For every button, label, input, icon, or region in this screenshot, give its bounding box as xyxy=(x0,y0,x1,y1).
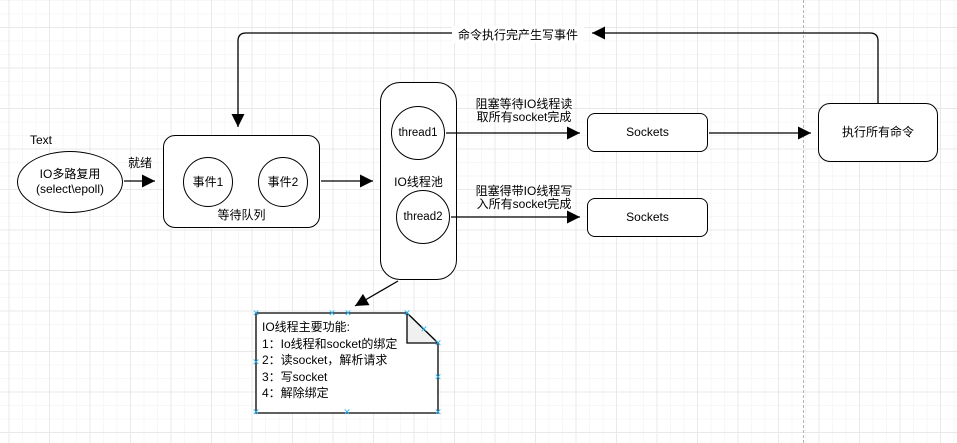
node-sockets-write[interactable]: Sockets xyxy=(587,198,708,237)
node-thread2[interactable]: thread2 xyxy=(396,190,450,244)
note-line-2: 1：Io线程和socket的绑定 xyxy=(262,336,398,351)
node-execute-commands[interactable]: 执行所有命令 xyxy=(818,103,938,162)
note-text[interactable]: IO线程主要功能: 1：Io线程和socket的绑定 2：读socket，解析请… xyxy=(262,319,434,402)
selection-handle[interactable]: ✕ xyxy=(252,357,260,367)
thread-pool-label: IO线程池 xyxy=(394,175,443,189)
page-break-line xyxy=(803,0,804,443)
thread2-label: thread2 xyxy=(403,210,443,223)
selection-handle[interactable]: ✕ xyxy=(252,308,260,318)
event2-label: 事件2 xyxy=(267,174,299,189)
block-write-line2: 入所有socket完成 xyxy=(476,196,572,211)
note-line-5: 4：解除绑定 xyxy=(262,386,329,400)
event1-label: 事件1 xyxy=(192,174,224,189)
wait-queue-label: 等待队列 xyxy=(217,208,266,222)
io-multiplex-label-line2: (select\epoll) xyxy=(35,182,105,196)
selection-handle[interactable]: ✕ xyxy=(343,407,351,417)
text-label[interactable]: Text xyxy=(30,133,53,147)
selection-handle[interactable]: ✕ xyxy=(434,338,442,348)
node-thread1[interactable]: thread1 xyxy=(391,106,445,160)
selection-handle[interactable]: ✕ xyxy=(434,407,442,417)
block-write-line1: 阻塞得带IO线程写 xyxy=(475,184,573,198)
selection-handle[interactable]: ✕ xyxy=(434,372,442,382)
sockets-read-label: Sockets xyxy=(626,125,669,139)
node-event1[interactable]: 事件1 xyxy=(183,157,233,207)
edge-pool-to-note[interactable] xyxy=(354,280,399,307)
thread1-label: thread1 xyxy=(398,126,438,139)
selection-handle[interactable]: ✕ xyxy=(344,308,352,318)
execute-commands-label: 执行所有命令 xyxy=(841,125,914,139)
block-read-line2: 取所有socket完成 xyxy=(476,109,572,124)
node-sockets-read[interactable]: Sockets xyxy=(587,113,708,152)
node-event2[interactable]: 事件2 xyxy=(258,157,308,207)
note-line-4: 3：写socket xyxy=(262,369,328,384)
ready-label[interactable]: 就绪 xyxy=(127,156,152,170)
note-line-3: 2：读socket，解析请求 xyxy=(262,353,388,367)
selection-handle[interactable]: ✕ xyxy=(252,407,260,417)
edge-feedback-from-execute[interactable] xyxy=(592,26,879,103)
selection-handle[interactable]: ✕ xyxy=(403,308,411,318)
sockets-write-label: Sockets xyxy=(626,210,669,224)
io-multiplex-label-line1: IO多路复用 xyxy=(39,167,101,181)
feedback-edge-label[interactable]: 命令执行完产生写事件 xyxy=(452,26,584,43)
block-write-label: 阻塞得带IO线程写 入所有socket完成 xyxy=(462,185,586,210)
node-io-multiplex[interactable]: IO多路复用 (select\epoll) xyxy=(17,151,123,213)
block-read-line1: 阻塞等待IO线程读 xyxy=(475,97,573,111)
note-line-1: IO线程主要功能: xyxy=(262,320,351,334)
selection-handle[interactable]: ✕ xyxy=(328,308,336,318)
selection-handle[interactable]: ✕ xyxy=(420,324,428,334)
block-read-label: 阻塞等待IO线程读 取所有socket完成 xyxy=(462,98,586,123)
